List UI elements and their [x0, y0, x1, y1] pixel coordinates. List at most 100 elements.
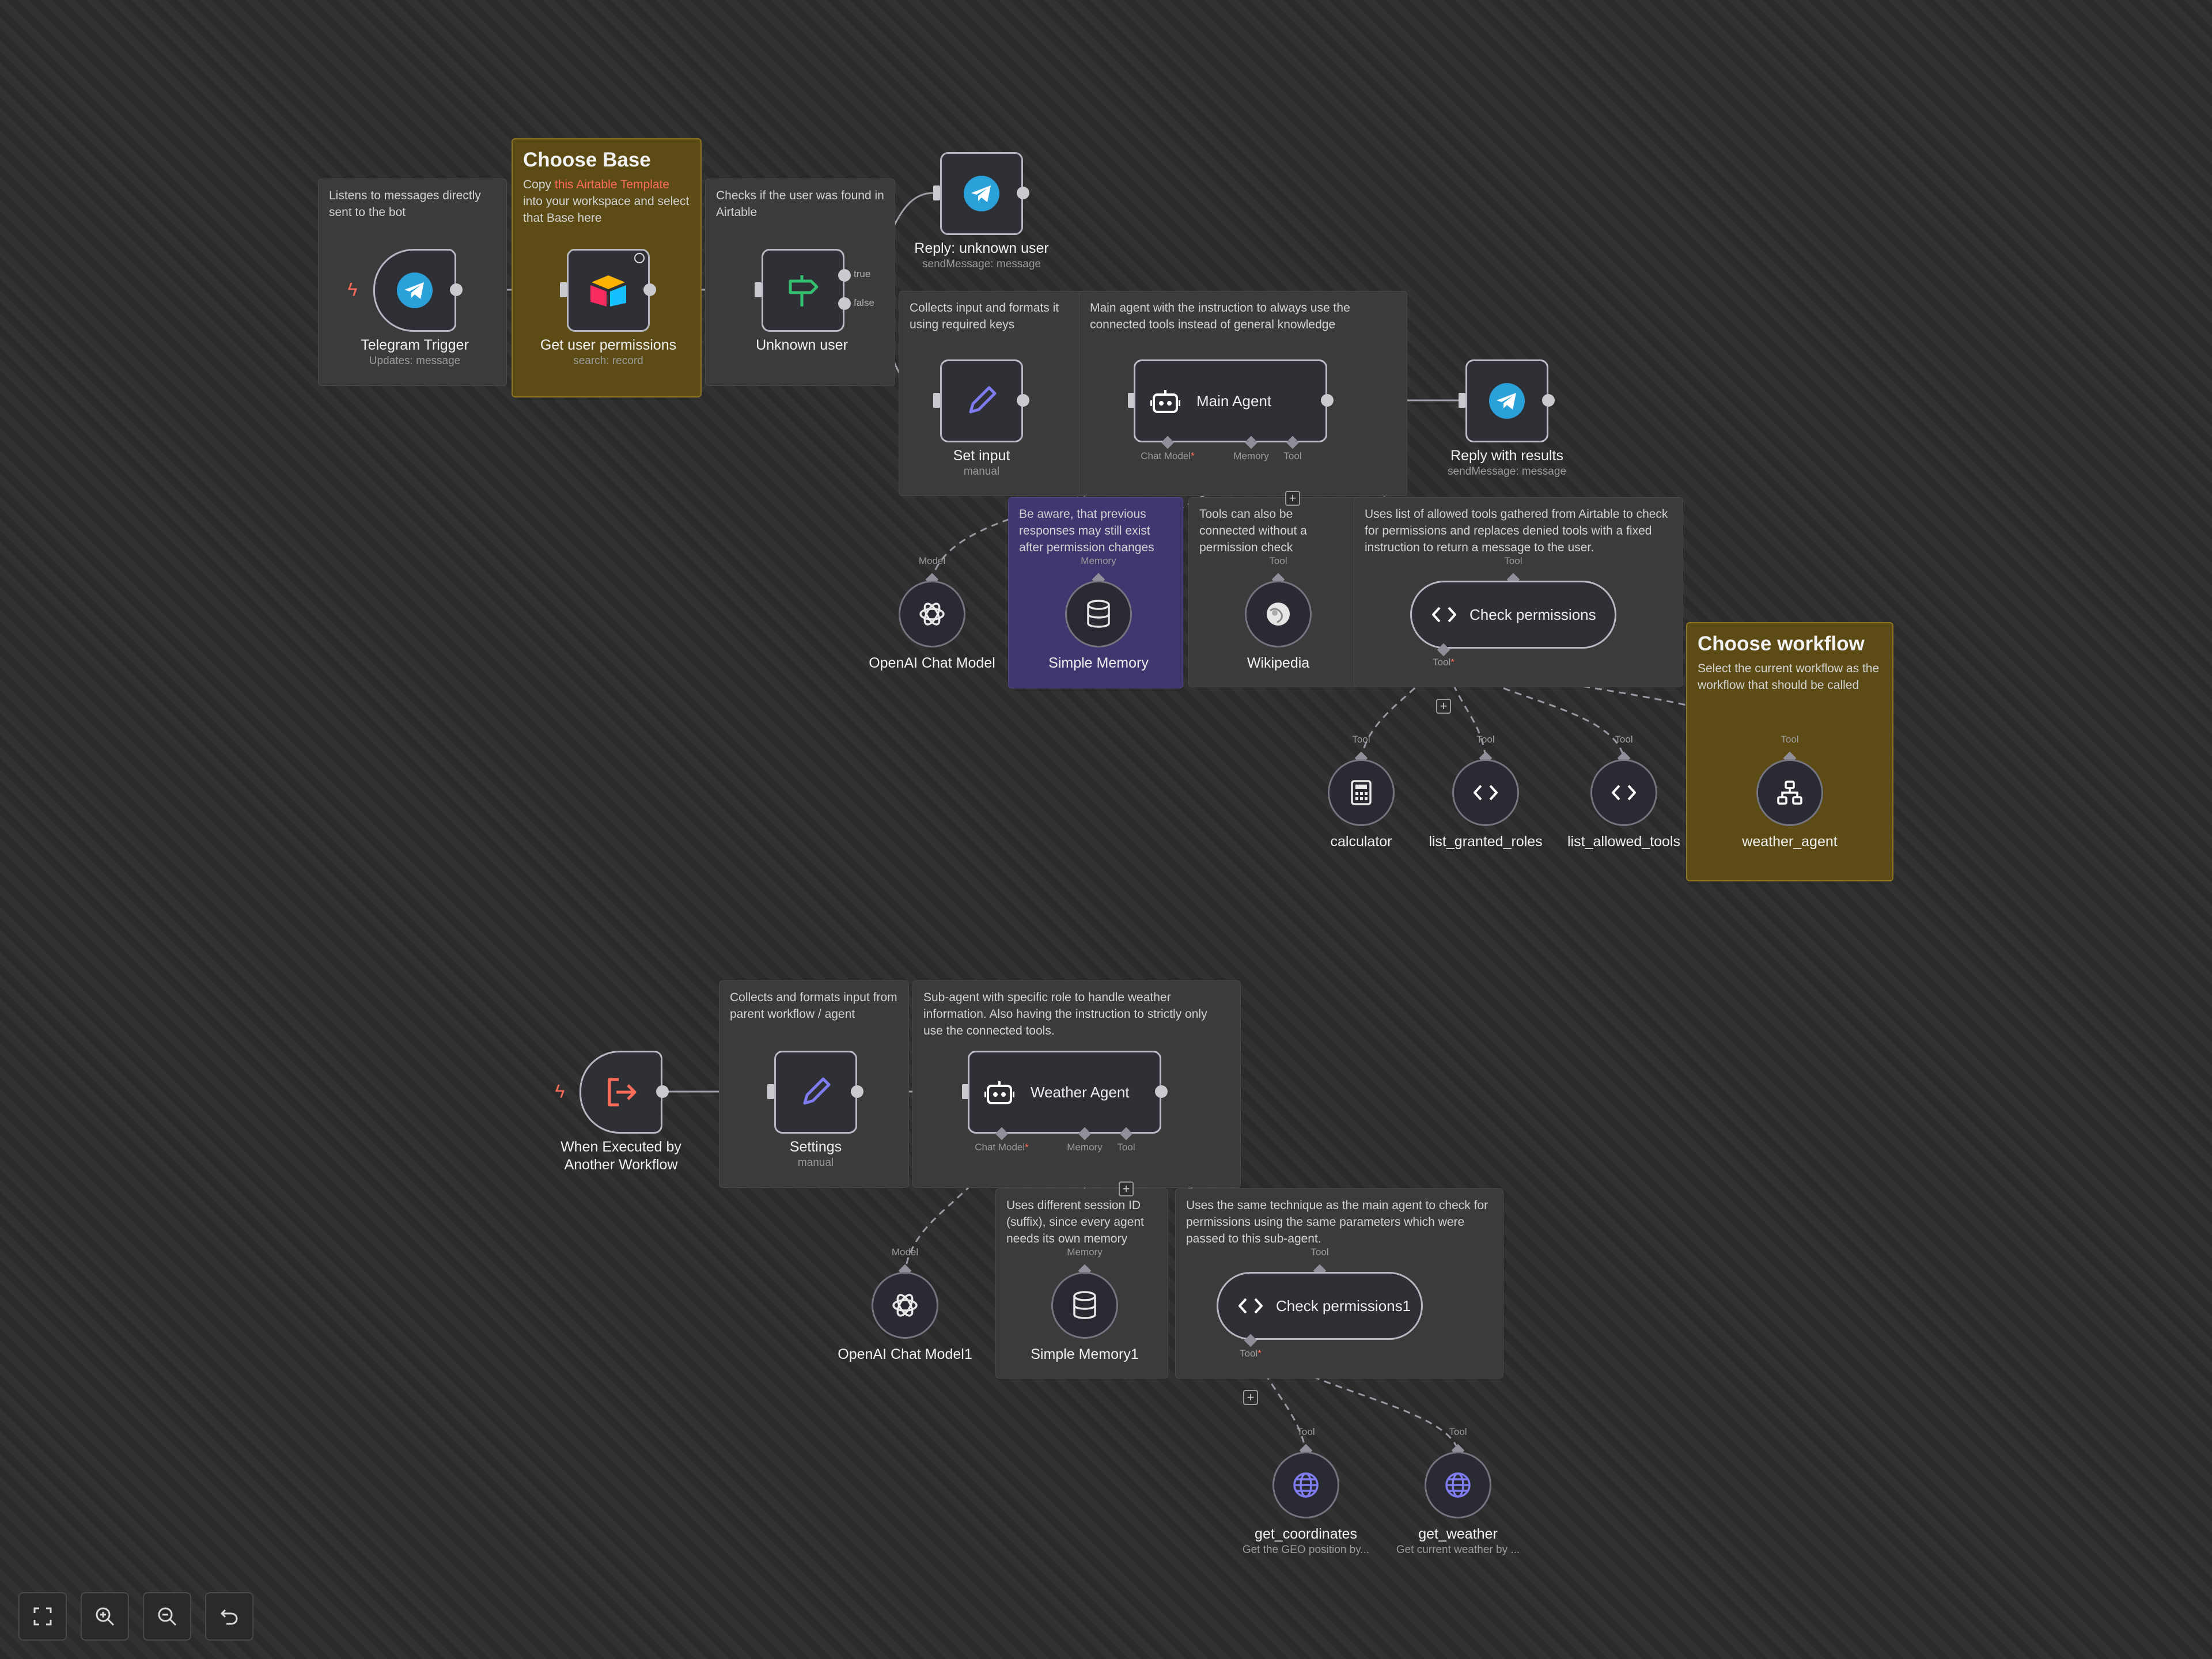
add-tool-button[interactable]: + — [1285, 491, 1300, 506]
weather-agent-tool-node[interactable] — [1756, 759, 1823, 826]
main-agent-title: Main Agent — [1196, 392, 1272, 410]
true-output-port[interactable] — [838, 269, 851, 282]
output-port[interactable] — [1321, 394, 1334, 407]
zoom-out-button[interactable] — [143, 1592, 191, 1641]
list-allowed-tools-label: list_allowed_tools — [1567, 834, 1680, 850]
tool-port-label: Tool — [1310, 1247, 1329, 1257]
output-port[interactable] — [851, 1085, 863, 1098]
undo-button[interactable] — [205, 1592, 253, 1641]
false-output-port[interactable] — [838, 297, 851, 310]
input-port[interactable] — [933, 393, 940, 408]
pencil-icon — [969, 386, 997, 414]
tool-port-label: Tool — [1781, 734, 1799, 745]
output-port[interactable] — [450, 283, 463, 296]
sticky-choose-workflow[interactable]: Choose workflow Select the current workf… — [1686, 622, 1893, 881]
sticky-memory[interactable]: Be aware, that previous responses may st… — [1008, 497, 1183, 688]
get-coordinates-node[interactable] — [1272, 1452, 1339, 1518]
openai-chat-model-node[interactable] — [899, 581, 965, 647]
sign-out-icon — [608, 1078, 637, 1107]
simple-memory1-label: Simple Memory1 — [1031, 1346, 1139, 1362]
reply-unknown-user-node[interactable] — [940, 152, 1023, 235]
trigger-bolt-icon: ϟ — [555, 1081, 565, 1102]
database-icon — [1087, 600, 1110, 628]
fit-view-button[interactable] — [18, 1592, 67, 1641]
sitemap-icon — [1777, 781, 1802, 805]
when-executed-node[interactable] — [579, 1051, 662, 1134]
settings-node[interactable] — [774, 1051, 857, 1134]
telegram-icon — [1489, 383, 1525, 419]
tool-port-label: Tool — [1449, 1426, 1467, 1437]
openai-chat-model1-label: OpenAI Chat Model1 — [838, 1346, 972, 1362]
sticky-choose-base[interactable]: Choose Base Copy this Airtable Template … — [512, 138, 702, 397]
check-permissions1-node[interactable]: Check permissions1 — [1217, 1272, 1423, 1340]
tool-port-label: Tool — [1504, 555, 1522, 566]
false-branch-label: false — [854, 297, 874, 308]
zoom-out-icon — [158, 1607, 177, 1626]
sticky-text: Collects input and formats it using requ… — [910, 301, 1059, 331]
input-port[interactable] — [933, 185, 940, 200]
simple-memory-node[interactable] — [1065, 581, 1132, 647]
input-port[interactable] — [767, 1084, 774, 1099]
output-port[interactable] — [1017, 187, 1029, 199]
input-port[interactable] — [962, 1084, 969, 1099]
trigger-bolt-icon: ϟ — [347, 279, 358, 300]
chat-model-port-label: Chat Model* — [975, 1142, 1029, 1153]
check-permissions-node[interactable]: Check permissions — [1410, 581, 1616, 649]
get-user-permissions-node[interactable] — [567, 249, 650, 332]
add-tool-button[interactable]: + — [1436, 699, 1451, 714]
list-granted-roles-label: list_granted_roles — [1429, 834, 1543, 850]
calculator-node[interactable] — [1328, 759, 1395, 826]
zoom-in-button[interactable] — [81, 1592, 129, 1641]
add-tool-button[interactable]: + — [1243, 1390, 1258, 1405]
simple-memory-label: Simple Memory — [1048, 655, 1149, 671]
output-port[interactable] — [656, 1085, 669, 1098]
input-port[interactable] — [560, 282, 567, 297]
sticky-text: Listens to messages directly sent to the… — [329, 189, 481, 219]
telegram-trigger-node[interactable] — [373, 249, 456, 332]
if-signpost-icon — [789, 275, 819, 306]
simple-memory1-node[interactable] — [1051, 1272, 1118, 1339]
calculator-label: calculator — [1330, 834, 1392, 850]
output-port[interactable] — [1017, 394, 1029, 407]
openai-chat-model1-node[interactable] — [872, 1272, 938, 1339]
output-port[interactable] — [1155, 1085, 1168, 1098]
set-input-node[interactable] — [940, 359, 1023, 442]
input-port[interactable] — [1459, 393, 1465, 408]
fit-view-icon — [33, 1607, 52, 1626]
reply-with-results-node[interactable] — [1465, 359, 1548, 442]
list-allowed-tools-node[interactable] — [1590, 759, 1657, 826]
sticky-text: Checks if the user was found in Airtable — [716, 189, 884, 219]
input-port[interactable] — [1128, 393, 1135, 408]
add-tool-button[interactable]: + — [1119, 1181, 1134, 1196]
tool-port-label: Tool* — [1433, 657, 1455, 668]
memory-port-label: Memory — [1067, 1247, 1103, 1257]
tool-port-label: Tool — [1269, 555, 1287, 566]
globe-icon — [1293, 1472, 1319, 1498]
sticky-text: Select the current workflow as the workf… — [1698, 662, 1880, 692]
list-granted-roles-node[interactable] — [1452, 759, 1519, 826]
output-port[interactable] — [643, 283, 656, 296]
sticky-text: Tools can also be connected without a pe… — [1199, 507, 1307, 554]
code-icon — [1612, 785, 1636, 801]
get-weather-node[interactable] — [1425, 1452, 1491, 1518]
tool-port-label: Tool — [1297, 1426, 1315, 1437]
chat-model-port-label: Chat Model* — [1141, 450, 1195, 461]
output-port[interactable] — [1542, 394, 1555, 407]
robot-icon — [1150, 390, 1180, 413]
input-port[interactable] — [755, 282, 762, 297]
code-icon — [1238, 1298, 1263, 1314]
wikipedia-node[interactable] — [1245, 581, 1312, 647]
robot-icon — [984, 1081, 1014, 1104]
weather-agent-node[interactable]: Weather Agent — [968, 1051, 1161, 1134]
main-agent-node[interactable]: Main Agent — [1134, 359, 1327, 442]
unknown-user-node[interactable] — [762, 249, 844, 332]
airtable-template-link[interactable]: this Airtable Template — [554, 178, 670, 191]
sticky-text: Uses the same technique as the main agen… — [1186, 1199, 1488, 1245]
code-icon — [1474, 785, 1498, 801]
